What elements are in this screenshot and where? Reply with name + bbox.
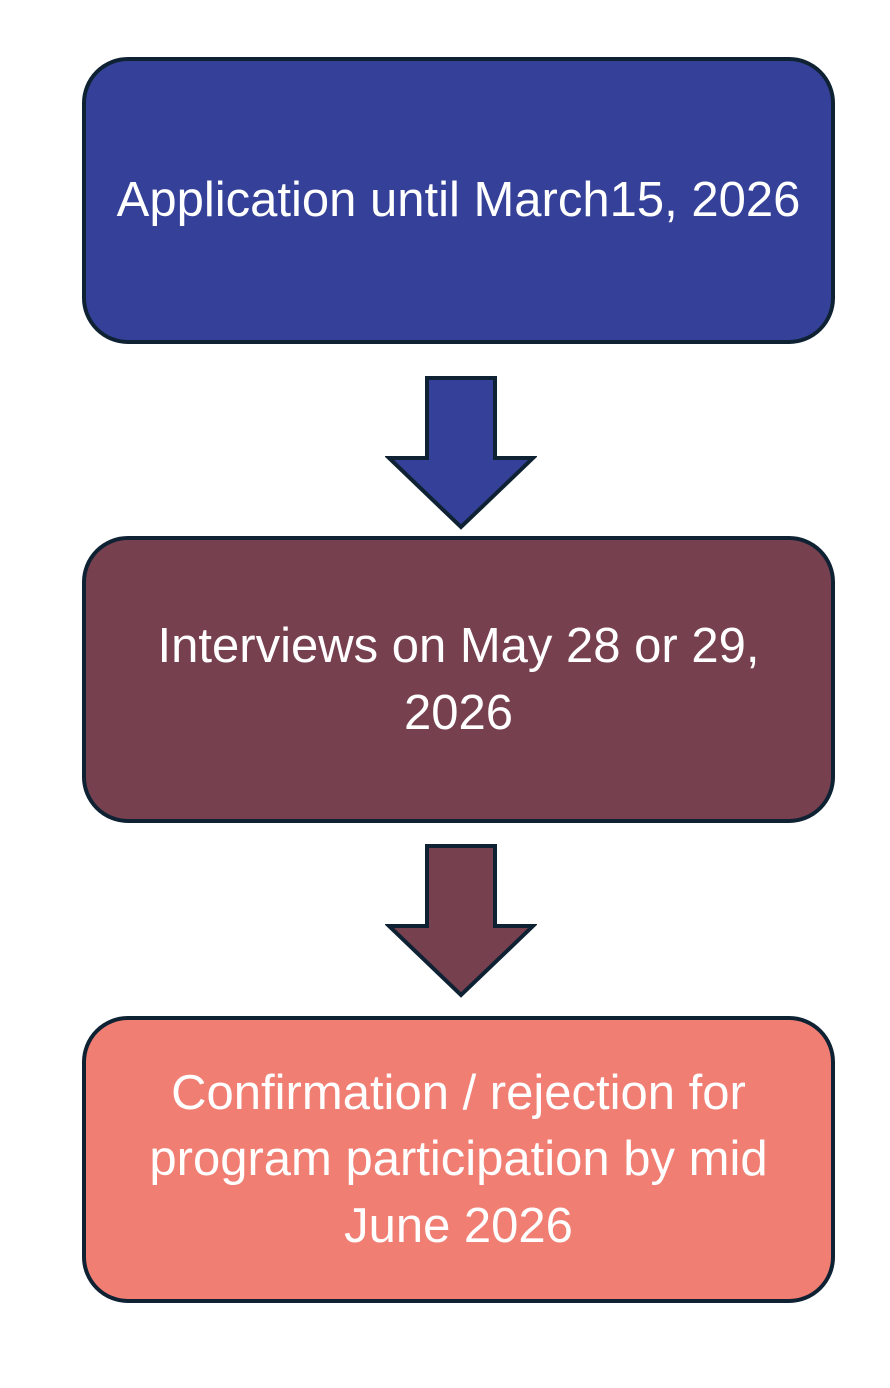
step-box-confirmation: Confirmation / rejection for program par… xyxy=(82,1016,835,1303)
step-label-interviews: Interviews on May 28 or 29, 2026 xyxy=(157,618,760,740)
down-arrow-icon xyxy=(385,844,537,998)
step-label-application: Application until March15, 2026 xyxy=(116,173,801,228)
step-box-interviews: Interviews on May 28 or 29, 2026 xyxy=(82,536,835,823)
step-label-confirmation: Confirmation / rejection for program par… xyxy=(149,1065,768,1253)
down-arrow-icon xyxy=(385,376,537,530)
down-arrow-shape xyxy=(385,844,537,998)
step-box-application: Application until March15, 2026 xyxy=(82,57,835,344)
down-arrow-shape xyxy=(385,376,537,530)
